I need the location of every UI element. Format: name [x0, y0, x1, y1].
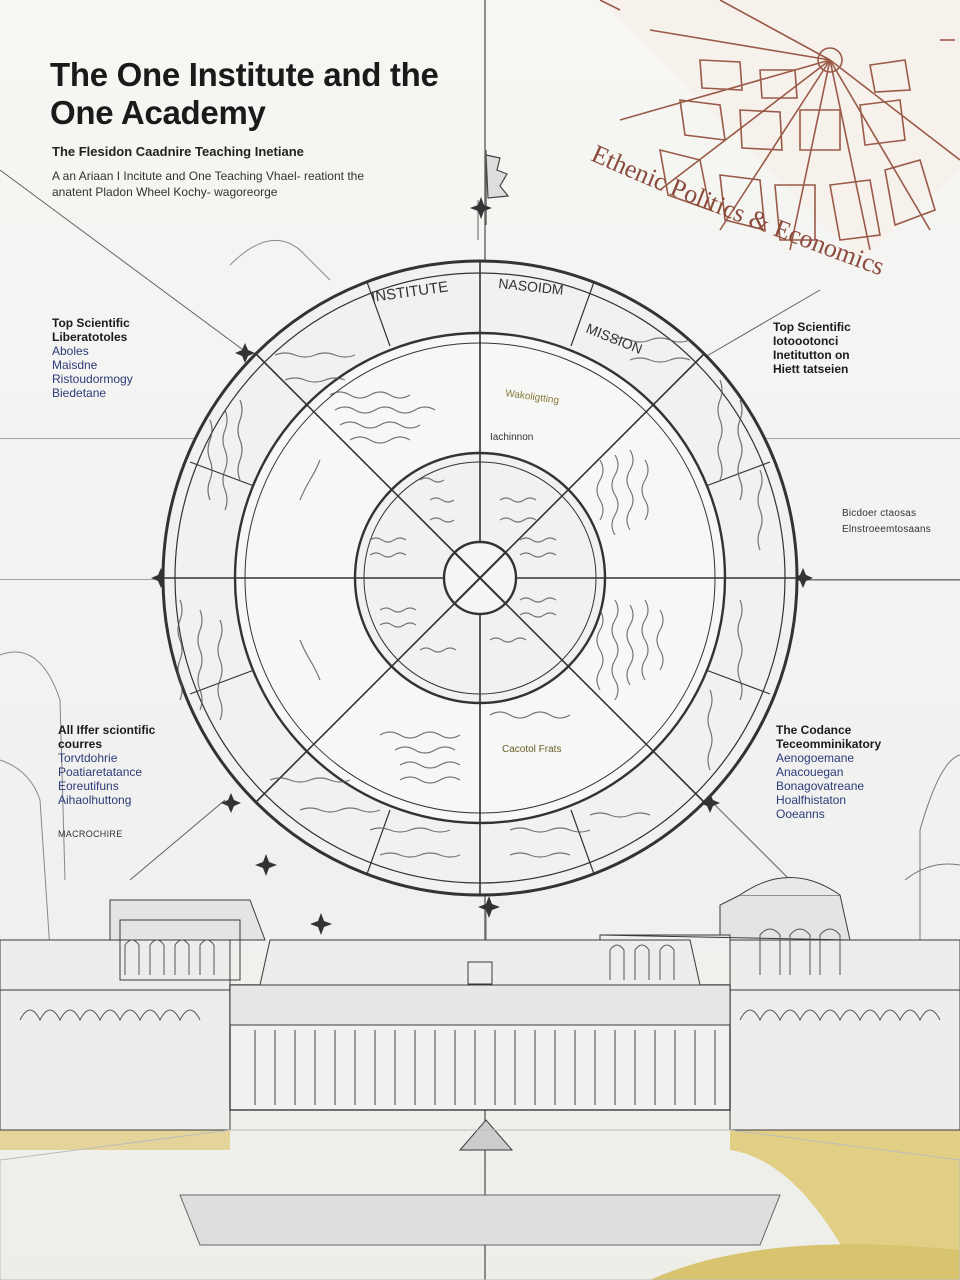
right-bottom-item-2: Bonagovatreane [776, 779, 865, 793]
wheel-outer-label-1: NASOIDM [498, 275, 565, 298]
left-top-item-2: Ristoudormogy [52, 372, 133, 386]
flag-sketch [485, 150, 510, 225]
left-hill-sketch [0, 239, 331, 951]
fan-caption-text: Ethenic Politics & Economics [587, 140, 888, 281]
left-bottom-heading: All Iffer sciontific courres [58, 723, 156, 751]
wheel-inner-label-1: Iachinnon [490, 432, 533, 443]
right-top-block: Top Scientific Iotoootonci Inetitutton o… [773, 320, 913, 376]
right-dome-sketch [904, 754, 960, 960]
left-bottom-item-0: Torvtdohrie [58, 751, 118, 765]
wheel-inner-label-2: Cacotol Frats [502, 744, 561, 755]
intro-paragraph: A an Ariaan I Incitute and One Teaching … [52, 169, 364, 199]
right-top-heading: Top Scientific Iotoootonci Inetitutton o… [773, 320, 851, 376]
right-bottom-block: The Codance Teceomminikatory Aenogoemane… [776, 723, 926, 821]
building-windows [19, 928, 941, 1022]
left-bottom-item-1: Poatiaretatance [58, 765, 143, 779]
right-bottom-heading: The Codance Teceomminikatory [776, 723, 882, 751]
side-note: Bicdoer ctaosas Elnstroeemtosaans [842, 506, 931, 538]
fan-caption: Ethenic Politics & Economics [560, 139, 950, 360]
fan-sketch [599, 0, 960, 260]
left-top-item-3: Biedetane [52, 386, 107, 400]
building-columns [254, 1030, 716, 1105]
building-sketch [0, 877, 960, 1280]
left-top-item-1: Maisdne [52, 358, 98, 372]
right-bottom-item-1: Anacouegan [776, 765, 844, 779]
teaching-wheel [161, 259, 799, 897]
star-marks [151, 197, 813, 935]
right-bottom-item-4: Ooeanns [776, 807, 825, 821]
side-note-line-1: Bicdoer ctaosas [842, 508, 917, 519]
left-top-heading: Top Scientific Liberatotoles [52, 316, 130, 344]
page-subtitle: The Flesidon Caadnire Teaching Inetiane [52, 144, 304, 159]
fan-caption-svg: Ethenic Politics & Economics [587, 139, 888, 281]
side-note-line-2: Elnstroeemtosaans [842, 524, 932, 535]
left-bottom-footnote: MACROCHIRE [58, 829, 123, 839]
fan-caption-path: Ethenic Politics & Economics [587, 139, 888, 281]
page-title: The One Institute and the One Academy [50, 56, 439, 131]
right-bottom-item-0: Aenogoemane [776, 751, 855, 765]
left-bottom-block: All Iffer sciontific courres Torvtdohrie… [58, 723, 228, 839]
left-top-item-0: Aboles [52, 344, 89, 358]
wheel-scribbles [177, 337, 763, 858]
left-bottom-item-2: Eoreutifuns [58, 779, 119, 793]
left-bottom-item-3: Aihaolhuttong [58, 793, 132, 807]
left-top-block: Top Scientific Liberatotoles Aboles Mais… [52, 316, 212, 400]
right-bottom-item-3: Hoalfhistaton [776, 793, 847, 807]
